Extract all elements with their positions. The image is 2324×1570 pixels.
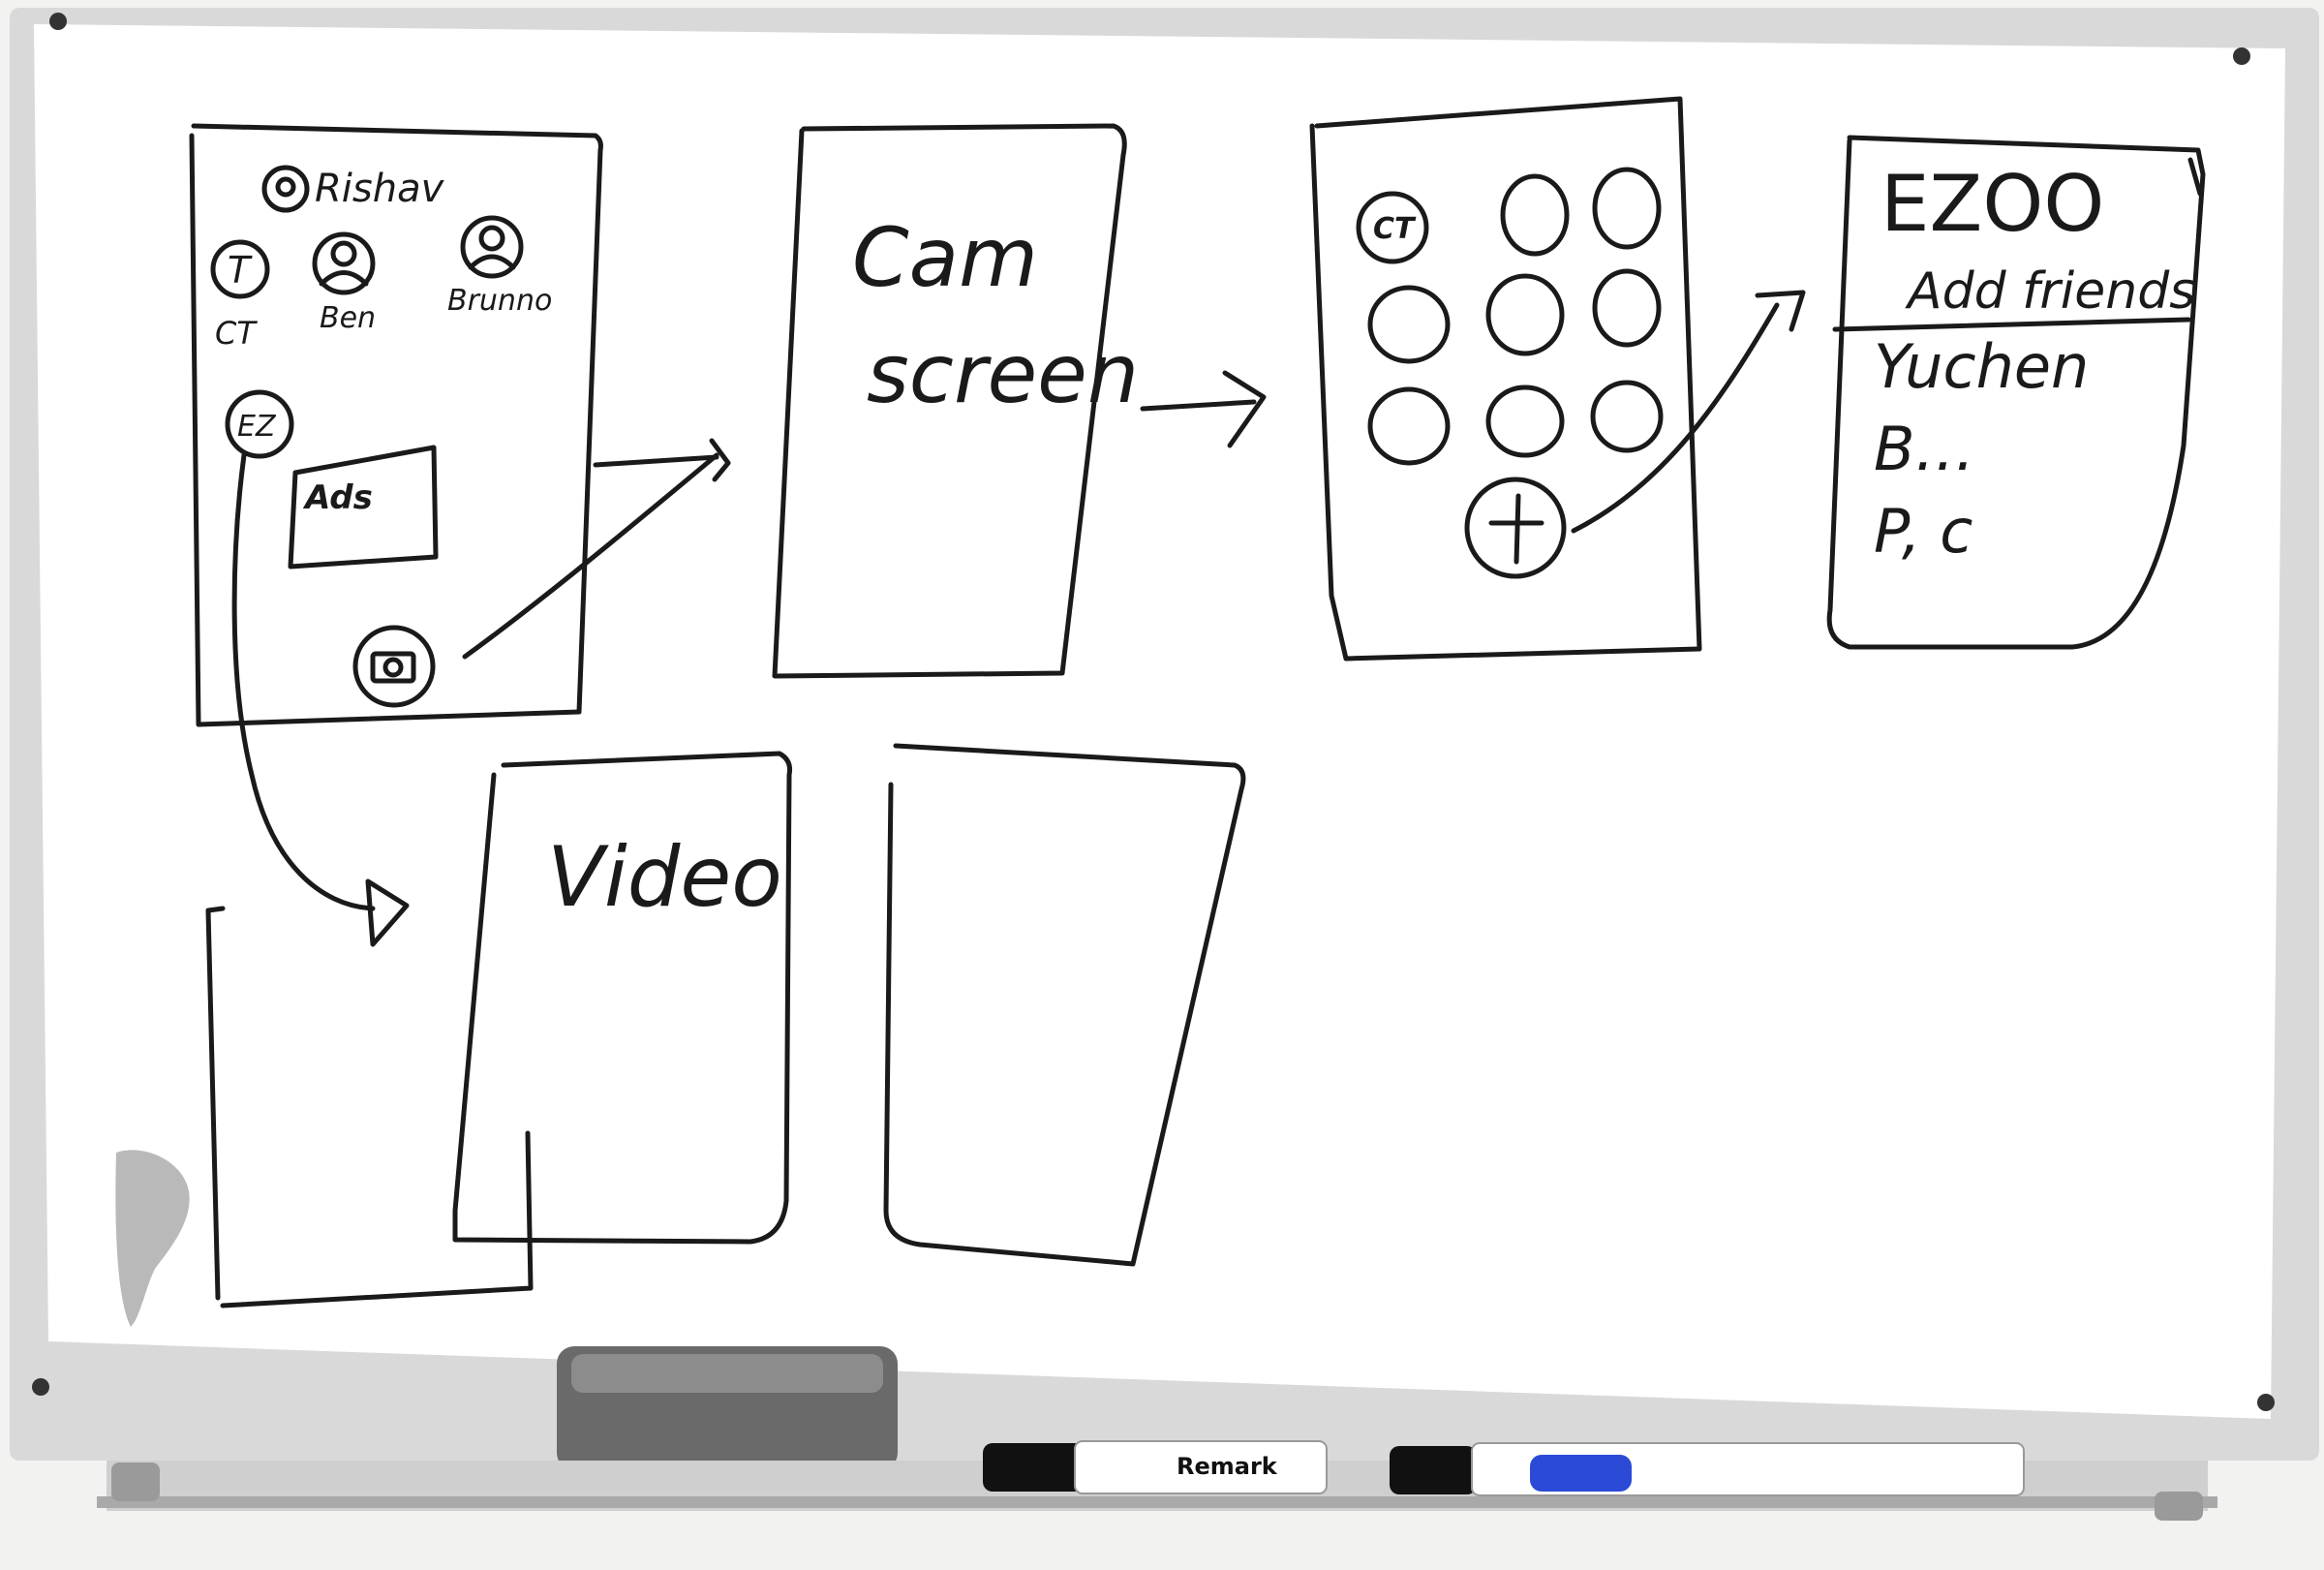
friend-list-item: Yuchen: [1874, 331, 2089, 402]
sketch-2-frame: [772, 123, 1127, 679]
friend-avatar-ct: [210, 239, 270, 299]
friend-avatar-ben: [312, 231, 376, 295]
grid-cell-ct: [1356, 191, 1429, 264]
sketch-5-bracket: [205, 906, 226, 1301]
grid-cell: [1592, 268, 1662, 348]
board-corner-screw: [2257, 1394, 2275, 1411]
video-label: Video: [547, 829, 782, 926]
sketch-1-frame: [189, 123, 603, 727]
add-friend-button: [1464, 477, 1567, 579]
arrowhead: [1222, 370, 1267, 448]
marker-1-cap: [983, 1443, 1085, 1492]
board-corner-screw: [2233, 47, 2250, 65]
grid-cell: [1500, 173, 1570, 257]
camera-button: [352, 625, 436, 708]
marker-2-blue-cap: [1530, 1455, 1632, 1492]
smudge: [115, 1150, 190, 1327]
add-friends-label: Add friends: [1905, 262, 2195, 321]
sketch-5-stub: [220, 1130, 534, 1308]
cam-screen-line-2: screen: [867, 326, 1139, 421]
marker-1-brand: Remark: [1177, 1453, 1278, 1480]
grid-cell: [1485, 385, 1565, 458]
ezoo-title: EZOO: [1881, 159, 2104, 249]
user-icon-dot: [275, 176, 296, 198]
arrow-cam-to-grid: [1140, 399, 1257, 412]
tray-end-left: [111, 1462, 160, 1501]
friend-name-ct: CT: [215, 315, 258, 352]
cam-screen-line-1: Cam: [852, 210, 1038, 305]
marker-1-body: [1074, 1440, 1328, 1494]
plus-icon: [1488, 493, 1544, 565]
grid-cell-ct-label: CT: [1373, 212, 1417, 246]
arrowhead: [709, 438, 731, 482]
grid-cell: [1367, 285, 1451, 364]
camera-body: [370, 651, 416, 684]
marker-2-cap: [1390, 1446, 1477, 1494]
friend-avatar-brunno: [460, 215, 524, 279]
grid-cell: [1592, 167, 1662, 250]
arrow-camera-to-cam: [462, 452, 719, 660]
friend-avatar-brunno-head: [478, 225, 505, 252]
title-divider: [1832, 317, 2191, 332]
friend-avatar-ben-body: [319, 270, 369, 287]
tray-end-right: [2155, 1492, 2203, 1521]
friend-avatar-ben-head: [330, 240, 357, 267]
grid-cell: [1485, 273, 1565, 356]
user-icon: [261, 165, 310, 213]
sketch-6-frame: [883, 743, 1246, 1267]
friend-initial-ct: T: [228, 249, 253, 292]
grid-cell: [1590, 380, 1664, 453]
camera-lens: [382, 657, 404, 678]
friend-list-item: B…: [1874, 414, 1975, 484]
board-surface: [34, 24, 2285, 1419]
arrow-to-cam: [593, 454, 719, 468]
grid-cell: [1367, 386, 1451, 466]
arrowhead: [1755, 290, 1806, 332]
corner-mark: [2187, 157, 2203, 197]
header-user-name: Rishav: [315, 167, 445, 211]
ad-box-label: Ads: [302, 478, 373, 517]
friend-name-ben: Ben: [320, 301, 376, 335]
story-bubble-label: EZ: [237, 410, 277, 444]
board-corner-screw: [32, 1378, 49, 1396]
ad-box: [288, 445, 439, 570]
friend-avatar-brunno-body: [468, 254, 516, 270]
eraser-top: [571, 1354, 883, 1393]
sketch-4-frame: [1826, 135, 2206, 650]
sketch-3-frame: [1309, 96, 1702, 662]
arrow-to-video: [231, 452, 376, 911]
story-bubble: [225, 389, 294, 459]
arrowhead: [365, 878, 410, 947]
board-corner-screw: [49, 13, 67, 30]
sketch-5-frame: [452, 751, 792, 1245]
friend-list-item: P, c: [1874, 496, 1972, 567]
marker-tray-lip: [97, 1496, 2217, 1508]
friend-name-brunno: Brunno: [447, 284, 552, 318]
arrow-add-to-list: [1571, 302, 1780, 534]
